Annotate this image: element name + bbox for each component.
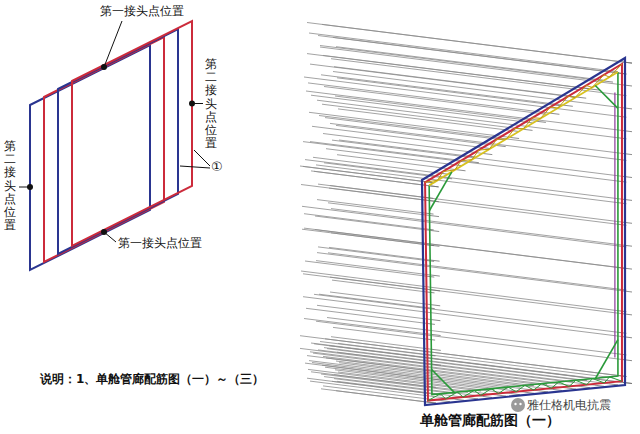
watermark-icon-eye [514, 403, 516, 405]
side-stirrup [614, 93, 615, 358]
longitudinal-bars [300, 23, 623, 403]
tie-bars [428, 377, 622, 401]
bar-stubs [424, 62, 632, 403]
middle-stirrup [425, 64, 622, 401]
outer-stirrup [422, 58, 625, 405]
note-text: 说明：1、单舱管廊配筋图（一）～（三） [40, 372, 264, 386]
leader-line [19, 187, 30, 188]
figure-caption: 单舱管廊配筋图（一） [420, 412, 560, 429]
chamfer-bar [429, 172, 451, 211]
chamfer-bar [595, 86, 618, 109]
chamfer-bar [596, 340, 618, 379]
leader-line [194, 150, 210, 166]
watermark-icon [511, 398, 525, 412]
leader-line [104, 232, 116, 242]
stirrup-ring [58, 29, 178, 254]
joint-label: 第二接头点位置 [205, 58, 217, 150]
inner-stirrup [429, 72, 618, 395]
joint-label: 第一接头点位置 [118, 236, 202, 250]
leader-line [192, 103, 203, 104]
leader-line [180, 166, 210, 168]
chamfer-bar [432, 370, 455, 393]
callout-number: ① [211, 159, 223, 175]
watermark: 雅仕格机电抗震 [527, 398, 611, 412]
leader-line [104, 21, 122, 67]
tie-bars [425, 64, 622, 182]
joint-label: 第一接头点位置 [100, 4, 184, 18]
watermark-icon-eye [519, 403, 521, 405]
joint-label: 第二接头点位置 [4, 140, 16, 232]
stirrup-ring [72, 21, 192, 246]
stirrup-ring [44, 37, 164, 262]
